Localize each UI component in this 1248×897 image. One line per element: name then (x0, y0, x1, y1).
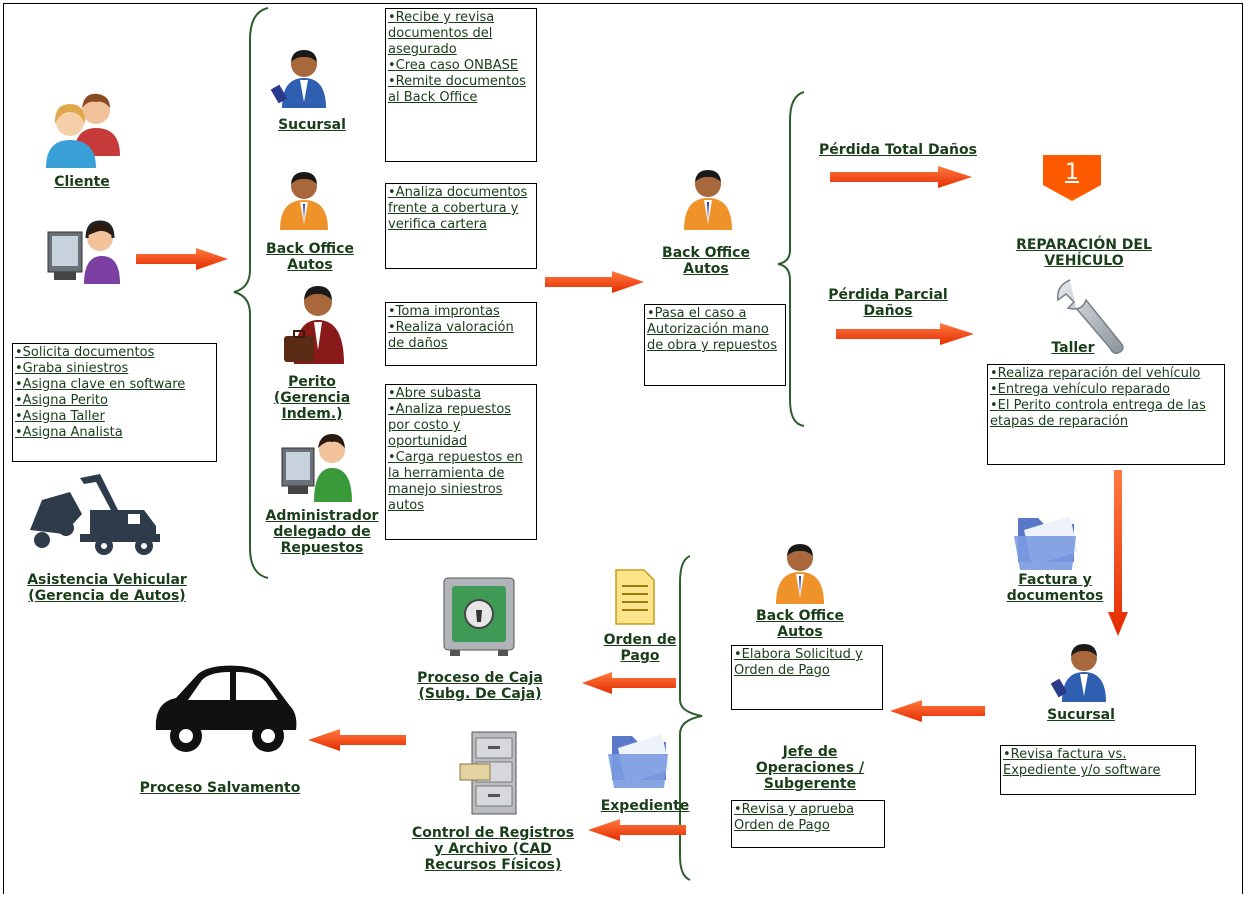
arrow-to-control (588, 819, 686, 841)
task-item: Elabora Solicitud y Orden de Pago (734, 647, 880, 679)
task-item: Remite documentos al Back Office (388, 74, 534, 106)
brace-mid (777, 91, 805, 427)
arrow-to-salvamento (308, 729, 406, 751)
folder-icon (1014, 516, 1078, 570)
arrow-to-caja (582, 672, 676, 694)
expediente-label: Expediente (600, 798, 690, 814)
admin-person-computer-icon (281, 434, 352, 502)
backoffice1-label: Back Office Autos (266, 241, 354, 273)
wrench-icon (1057, 279, 1124, 354)
control-registros-label: Control de Registros y Archivo (CAD Recu… (411, 825, 575, 873)
task-item: Asigna Analista (15, 425, 214, 441)
task-item: Toma improntas (388, 304, 534, 320)
task-item: Graba siniestros (15, 361, 214, 377)
task-item: Analiza documentos frente a cobertura y … (388, 185, 534, 233)
task-item: Revisa factura vs. Expediente y/o softwa… (1003, 747, 1193, 779)
arrow-taller-to-sucursal (1108, 470, 1128, 636)
arrow-to-backoffice3 (890, 700, 985, 722)
document-icon (615, 569, 655, 625)
task-item: El Perito controla entrega de las etapas… (990, 398, 1222, 430)
proceso-caja-label: Proceso de Caja (Subg. De Caja) (417, 670, 543, 702)
jefe-label: Jefe de Operaciones / Subgerente (755, 744, 865, 792)
sucursal2-tasks-box: Revisa factura vs. Expediente y/o softwa… (1000, 745, 1196, 795)
car-icon (155, 665, 297, 752)
tow-truck-icon (30, 474, 160, 555)
backoffice1-tasks-box: Analiza documentos frente a cobertura y … (385, 183, 537, 269)
backoffice2-tasks-box: Pasa el caso a Autorización mano de obra… (644, 304, 786, 386)
task-item: Solicita documentos (15, 345, 214, 361)
arrow-perdida-parcial (836, 323, 974, 345)
perdida-total-label: Pérdida Total Daños (819, 142, 977, 158)
arrow-to-backoffice2 (545, 271, 644, 293)
sucursal-tasks-box: Recibe y revisa documentos del asegurado… (385, 8, 537, 162)
backoffice-person-icon (280, 172, 328, 230)
arrow-cliente-to-brace (136, 248, 228, 270)
sucursal-person-icon (270, 50, 326, 108)
task-item: Crea caso ONBASE (388, 58, 534, 74)
jefe-tasks-box: Revisa y aprueba Orden de Pago (731, 800, 885, 848)
task-item: Carga repuestos en la herramienta de man… (388, 450, 534, 514)
orden-pago-label: Orden de Pago (603, 632, 677, 664)
expediente-folder-icon (608, 734, 670, 788)
safe-icon (443, 577, 515, 656)
task-item: Recibe y revisa documentos del asegurado (388, 10, 534, 58)
taller-tasks-box: Realiza reparación del vehículo Entrega … (987, 364, 1225, 465)
task-item: Asigna clave en software (15, 377, 214, 393)
factura-label: Factura y documentos (1006, 572, 1104, 604)
task-item: Analiza repuestos por costo y oportunida… (388, 402, 534, 450)
arrow-perdida-total (830, 166, 972, 188)
sucursal2-label: Sucursal (1047, 707, 1115, 723)
salvamento-label: Proceso Salvamento (139, 780, 301, 796)
task-item: Asigna Perito (15, 393, 214, 409)
perito-person-icon (284, 286, 344, 364)
perito-tasks-box: Toma improntas Realiza valoración de dañ… (385, 302, 537, 366)
brace-left (233, 7, 269, 579)
brace-bottom (679, 555, 703, 881)
backoffice3-tasks-box: Elabora Solicitud y Orden de Pago (731, 645, 883, 710)
task-item: Realiza reparación del vehículo (990, 366, 1222, 382)
task-item: Asigna Taller (15, 409, 214, 425)
admin-repuestos-label: Administrador delegado de Repuestos (265, 508, 379, 556)
perito-label: Perito (Gerencia Indem.) (273, 374, 351, 422)
asistencia-label: Asistencia Vehicular (Gerencia de Autos) (27, 572, 187, 604)
filing-cabinet-icon (459, 731, 517, 815)
task-item: Realiza valoración de daños (388, 320, 534, 352)
taller-label: Taller (1051, 340, 1095, 356)
backoffice3-person-icon (776, 544, 824, 604)
perdida-parcial-label: Pérdida Parcial Daños (828, 287, 948, 319)
backoffice3-label: Back Office Autos (756, 608, 844, 640)
diagram-frame (3, 3, 1243, 894)
step-number: 1 (1065, 160, 1079, 185)
sucursal2-person-icon (1050, 644, 1106, 702)
backoffice2-person-icon (684, 170, 732, 230)
task-item: Entrega vehículo reparado (990, 382, 1222, 398)
reparacion-label: REPARACIÓN DEL VEHÍCULO (1016, 237, 1152, 269)
task-item: Abre subasta (388, 386, 534, 402)
step-badge-icon (1043, 155, 1101, 201)
backoffice2-label: Back Office Autos (662, 245, 750, 277)
sucursal-label: Sucursal (278, 117, 346, 133)
admin-tasks-box: Abre subasta Analiza repuestos por costo… (385, 384, 537, 540)
task-item: Pasa el caso a Autorización mano de obra… (647, 306, 783, 354)
cliente-label: Cliente (54, 174, 110, 190)
task-item: Revisa y aprueba Orden de Pago (734, 802, 882, 834)
call-center-icon (47, 220, 120, 284)
cliente-tasks-box: Solicita documentos Graba siniestros Asi… (12, 343, 217, 462)
client-couple-icon (46, 93, 120, 168)
